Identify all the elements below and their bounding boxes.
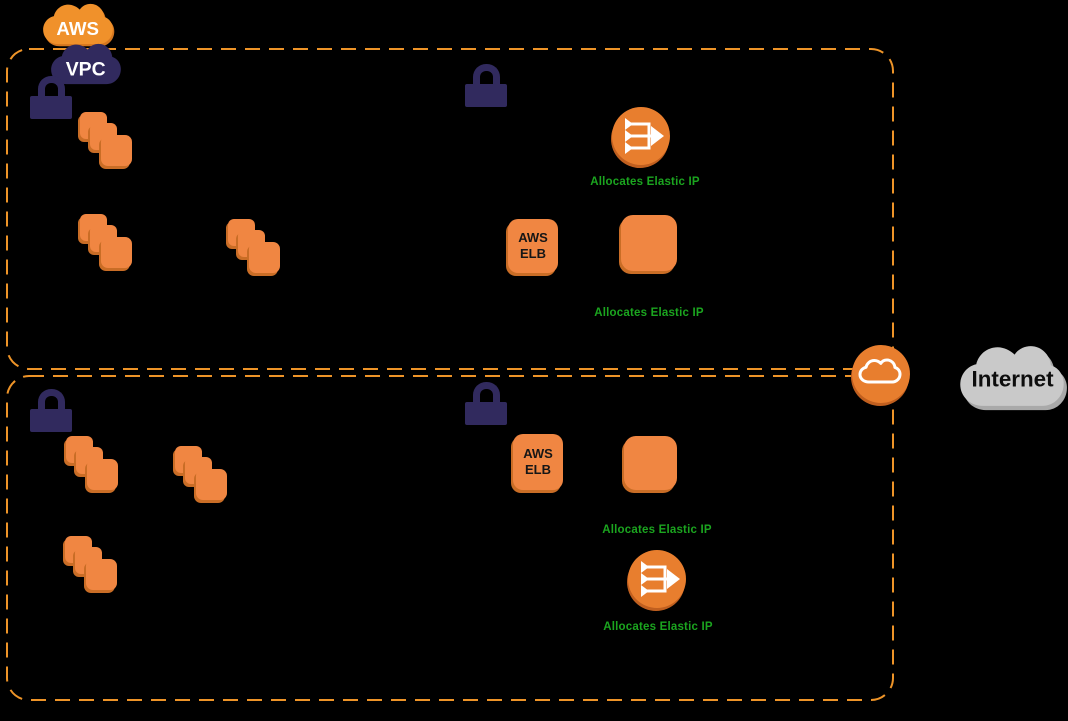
elb-label-line1: AWS <box>523 446 553 461</box>
ec2-instances-stack-icon <box>65 536 121 596</box>
elb-label-line2: ELB <box>520 246 546 261</box>
nat-gateway-glyph <box>625 118 664 154</box>
dashed-zone-box-top <box>6 48 894 370</box>
lock-icon <box>30 389 72 432</box>
ec2-instance-node <box>621 215 677 271</box>
dashed-zone-box-bottom <box>6 375 894 701</box>
nat-gateway-icon <box>628 550 686 608</box>
elastic-ip-label: Allocates Elastic IP <box>603 621 713 633</box>
internet-gateway-icon <box>852 345 910 403</box>
ec2-instances-stack-icon <box>228 219 284 279</box>
nat-gateway-glyph <box>641 561 680 597</box>
internet-label: Internet <box>971 367 1054 392</box>
ec2-instances-stack-icon <box>80 214 136 274</box>
vpc-cloud-icon: VPC <box>51 43 121 85</box>
vpc-cloud-label: VPC <box>66 59 106 81</box>
aws-cloud-label: AWS <box>56 18 99 39</box>
elastic-ip-label: Allocates Elastic IP <box>590 176 700 188</box>
ec2-instances-stack-icon <box>175 446 231 506</box>
elb-label-line2: ELB <box>525 462 551 477</box>
elastic-ip-label: Allocates Elastic IP <box>594 307 704 319</box>
ec2-instances-stack-icon <box>80 112 136 172</box>
ec2-instances-stack-icon <box>66 436 122 496</box>
ec2-instance-node <box>624 436 677 490</box>
lock-icon <box>465 382 507 425</box>
lock-icon <box>30 76 72 119</box>
elb-node: AWS ELB <box>508 219 558 273</box>
lock-icon <box>465 64 507 107</box>
elb-node: AWS ELB <box>513 434 563 490</box>
internet-gateway-cloud-glyph <box>858 358 902 384</box>
elb-label-line1: AWS <box>518 230 548 245</box>
aws-cloud-icon: AWS <box>43 3 115 47</box>
elastic-ip-label: Allocates Elastic IP <box>602 524 712 536</box>
nat-gateway-icon <box>612 107 670 165</box>
internet-cloud-icon: Internet <box>960 346 1067 411</box>
